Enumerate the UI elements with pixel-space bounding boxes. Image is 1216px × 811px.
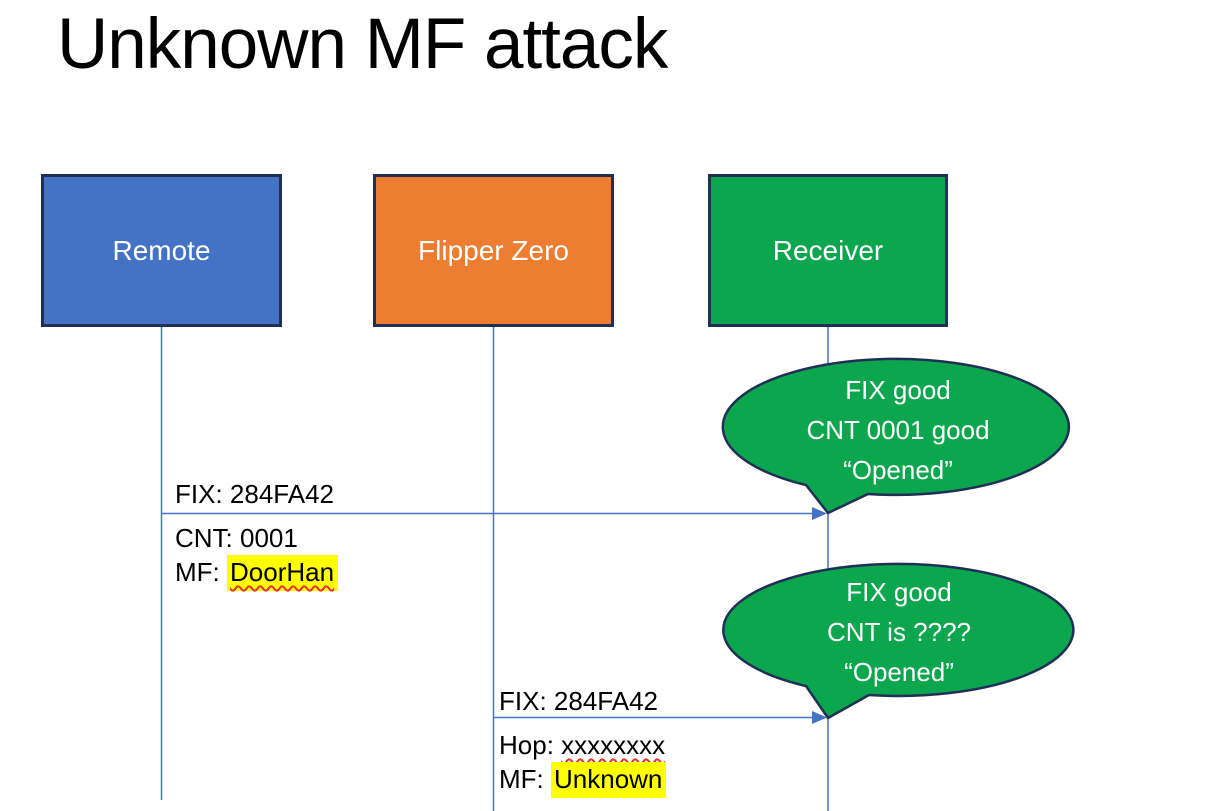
- actor-label-remote: Remote: [112, 234, 211, 266]
- bubble-1-line-3: “Opened”: [843, 455, 953, 485]
- message-2-line-hop: Hop: xxxxxxxx: [499, 728, 666, 762]
- actor-label-flipper-zero: Flipper Zero: [418, 234, 569, 266]
- actor-box-remote: Remote: [41, 174, 282, 327]
- message-1-line-cnt: CNT: 0001: [175, 523, 298, 553]
- message-1-mf-value-highlighted: DoorHan: [227, 555, 339, 591]
- message-2-label: FIX: 284FA42 Hop: xxxxxxxx MF: Unknown: [499, 684, 667, 798]
- bubble-2-line-3: “Opened”: [844, 657, 954, 687]
- actor-label-receiver: Receiver: [772, 234, 884, 266]
- message-arrow-2-arrowhead-icon: [812, 711, 827, 724]
- message-1-label: FIX: 284FA42 CNT: 0001 MF: DoorHan: [175, 477, 339, 591]
- message-1-mf-prefix: MF:: [175, 557, 227, 587]
- speech-bubble-1-text: FIX good CNT 0001 good “Opened”: [723, 370, 1073, 490]
- message-2-hop-value-misspelled: xxxxxxxx: [561, 730, 666, 760]
- message-2-line-mf: MF: Unknown: [499, 762, 667, 798]
- message-1-line-mf: MF: DoorHan: [175, 555, 339, 591]
- bubble-2-line-2: CNT is ????: [826, 617, 972, 647]
- bubble-1-line-2: CNT 0001 good: [806, 415, 990, 445]
- message-2-mf-value-highlighted: Unknown: [551, 762, 667, 798]
- slide-title: Unknown MF attack: [57, 5, 668, 84]
- actor-box-receiver: Receiver: [708, 174, 948, 327]
- speech-bubble-1: [721, 357, 1071, 515]
- bubble-1-line-1: FIX good: [845, 375, 951, 405]
- message-2-hop-prefix: Hop:: [499, 730, 562, 760]
- bubble-2-line-1: FIX good: [846, 577, 952, 607]
- message-2-mf-prefix: MF:: [499, 764, 551, 794]
- speech-bubble-2: [722, 562, 1075, 720]
- message-arrow-1-arrowhead-icon: [812, 507, 827, 520]
- message-2-line-fix: FIX: 284FA42: [499, 686, 658, 716]
- actor-box-flipper-zero: Flipper Zero: [373, 174, 614, 327]
- speech-bubble-2-text: FIX good CNT is ???? “Opened”: [724, 572, 1074, 692]
- message-1-line-fix: FIX: 284FA42: [175, 479, 334, 509]
